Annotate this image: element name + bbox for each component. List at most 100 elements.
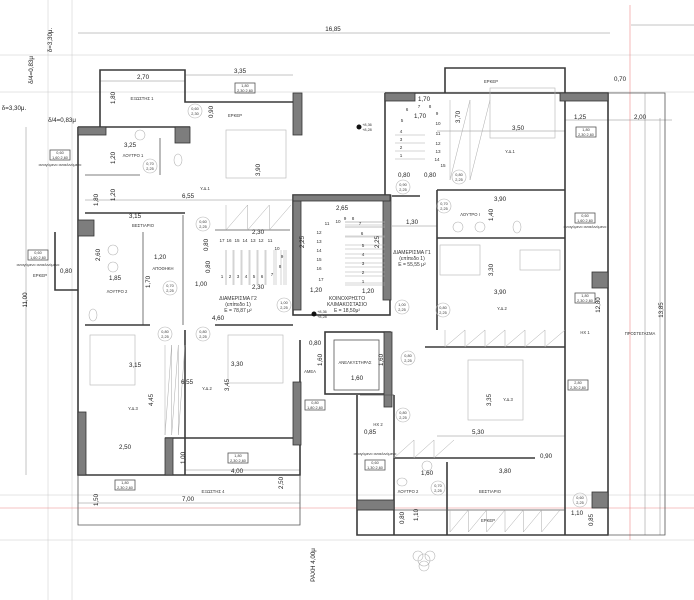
north-logo	[412, 550, 436, 572]
dimension-label: 1,70	[414, 113, 427, 120]
stair-step-number: 14	[316, 248, 322, 253]
stair-step-number: 12	[316, 230, 322, 235]
tread-line	[468, 509, 487, 533]
level-label: +8,28	[317, 315, 327, 319]
window-height: 2,30 2,60	[578, 133, 594, 137]
apartment-name: ΔΙΑΜΕΡΙΣΜΑ Γ2	[219, 296, 257, 302]
window-width: 1,80	[234, 454, 241, 458]
stair-step-number: 5	[401, 118, 404, 123]
window-type-note: ανοιγόμενο ανακλινόμενο	[564, 225, 607, 229]
dimension-label: 4,45	[148, 393, 155, 406]
stair-step-number: 7	[418, 104, 421, 109]
tread-line	[484, 329, 506, 348]
window-width: 0,60	[371, 461, 378, 465]
door-tag-circle	[451, 169, 467, 185]
dimension-label: 1,20	[154, 254, 167, 261]
door-tag-circle	[157, 326, 173, 342]
door-width: 0,60	[199, 220, 206, 224]
room-label: ΕΡΚΕΡ	[228, 113, 242, 118]
apartment-level: ΚΛΙΜΑΚΟΣΤΑΣΙΟ	[327, 302, 367, 308]
dimension-label: 3,50	[512, 125, 525, 132]
stair-step-number: 6	[361, 231, 364, 236]
level-marker-icon	[356, 124, 362, 130]
room-label: Υ.Δ.3	[503, 397, 513, 402]
stair-step-number: 4	[400, 129, 403, 134]
stair-step-number: 3	[400, 137, 403, 142]
tread-line	[444, 329, 466, 348]
room-label: ΕΞΩΣΤΗΣ 1	[131, 96, 155, 101]
tread-line	[524, 329, 546, 348]
room-label: ΕΞΩΣΤΗΣ 4	[202, 489, 226, 494]
stair-step-number: 6	[406, 107, 409, 112]
stair-step-number: 16	[316, 266, 322, 271]
apartment-area: Ε = 18,50μ²	[334, 308, 360, 314]
stair-step-number: 12	[435, 141, 441, 146]
room-label: ΗΧ 2	[373, 422, 383, 427]
apartment-name: ΚΟΙΝΟΧΡΗΣΤΟ	[329, 296, 365, 302]
tread-line	[413, 439, 435, 459]
stair-treads	[225, 134, 425, 286]
window-height: 2,30 2,60	[230, 459, 246, 463]
door-height: 2,25	[439, 311, 446, 315]
door-tag-circle	[435, 302, 451, 318]
level-marker-icon	[311, 311, 317, 317]
room-label: ΠΡΟΣΤΕΓΑΣΜΑ	[625, 331, 656, 336]
door-height: 2,30	[191, 112, 198, 116]
door-height: 2,25	[455, 178, 462, 182]
door-height: 2,25	[434, 489, 441, 493]
door-width: 0,80	[399, 411, 406, 415]
door-tag-circle	[276, 297, 292, 313]
dimension-label: 0,90	[208, 105, 215, 118]
room-label: ΛΟΥΤΡΟ 2	[107, 289, 128, 294]
dimension-label: 1,00	[195, 281, 208, 288]
dimension-label: 3,70	[455, 110, 462, 123]
dimension-lines	[25, 24, 694, 535]
tread-line	[178, 344, 186, 436]
apartment-area: Ε = 78,87 μ²	[224, 308, 252, 314]
door-tag-circle	[436, 198, 452, 214]
door-width: 0,60	[191, 107, 198, 111]
dimension-label: 1,30	[406, 219, 419, 226]
stair-step-number: 8	[429, 104, 432, 109]
door-height: 2,25	[146, 167, 153, 171]
dimension-label: 2,30	[252, 284, 265, 291]
dimension-label: 0,90	[540, 453, 553, 460]
structural-columns	[77, 92, 609, 511]
stair-step-number: 15	[234, 238, 240, 243]
stair-step-number: 11	[268, 238, 273, 243]
door-width: 0,70	[146, 162, 153, 166]
tread-line	[486, 509, 506, 533]
stair-step-number: 9	[281, 254, 284, 259]
dimension-label: 2,30	[252, 229, 265, 236]
room-label: Υ.Δ.2	[497, 306, 507, 311]
window-width: 0,80	[311, 401, 318, 405]
door-width: 1,00	[398, 303, 405, 307]
dimension-label: 1,20	[310, 287, 323, 294]
plan-labels: ΔΙΑΜΕΡΙΣΜΑ Γ2(επίπεδο 1)Ε = 78,87 μ²ΔΙΑΜ…	[2, 26, 665, 582]
door-width: 0,80	[199, 330, 206, 334]
tread-line	[449, 99, 471, 181]
room-label: ΛΟΥΤΡΟ Ι	[460, 212, 480, 217]
room-label: ΕΡΚΕΡ	[481, 518, 495, 523]
window-tag-box	[575, 126, 597, 138]
stair-step-number: 5	[253, 274, 256, 279]
stair-step-number: 3	[362, 261, 365, 266]
dimension-label: 3,15	[129, 362, 142, 369]
tread-line	[449, 509, 469, 533]
furniture	[88, 87, 561, 487]
room-label: Υ.Δ.1	[200, 186, 210, 191]
door-tag-circle	[195, 326, 211, 342]
dimension-label: 0,85	[364, 429, 377, 436]
window-width: 2,80	[574, 381, 581, 385]
apartment-level: (επίπεδο 1)	[225, 302, 251, 308]
dimension-label: 2,60	[95, 248, 102, 261]
door-width: 1,00	[280, 301, 287, 305]
window-height: 2,30 2,60	[577, 299, 593, 303]
room-label: ΑΠΟΘΗΚΗ	[152, 266, 173, 271]
dimension-label: 6,55	[181, 379, 194, 386]
wardrobe-hatching	[164, 99, 566, 533]
window-type-note: ανοιγόμενο ανακλινόμενο	[39, 163, 82, 167]
door-height: 2,25	[199, 335, 206, 339]
door-tag-circle	[162, 280, 178, 296]
